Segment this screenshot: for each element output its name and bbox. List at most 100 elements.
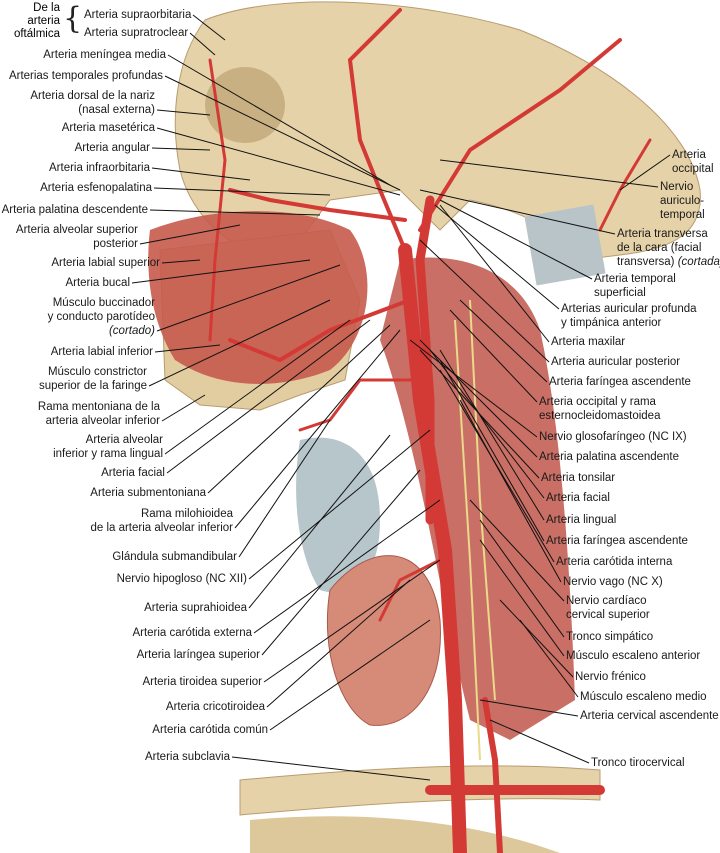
rib xyxy=(250,816,560,853)
label-text: Arteria infraorbitaria xyxy=(49,162,150,174)
label-faringea-ascendente-2: Arteria faríngea ascendente xyxy=(546,534,688,548)
label-text: Músculo escaleno anterior xyxy=(566,650,701,662)
label-text: Músculo escaleno medio xyxy=(580,691,707,703)
leader-line xyxy=(459,299,548,383)
leader-line xyxy=(439,159,659,188)
leader-line xyxy=(519,619,579,698)
label-text: Arteria occipital xyxy=(672,149,714,175)
label-bucal: Arteria bucal xyxy=(65,276,130,290)
label-transversa-cara: Arteria transversa de la cara (facial tr… xyxy=(617,227,720,269)
label-text: Arteria cricotiroidea xyxy=(165,701,265,713)
label-text: Arteria supraorbitaria xyxy=(84,9,192,21)
leader-line xyxy=(479,539,565,657)
leader-line xyxy=(459,399,562,583)
label-auricular-profunda: Arterias auricular profunda y timpánica … xyxy=(561,302,697,330)
label-text: Arteria lingual xyxy=(546,514,617,526)
leader-lines xyxy=(131,14,671,781)
label-text: Arterias auricular profunda y timpánica … xyxy=(561,303,697,329)
label-alveolar-superior: Arteria alveolar superior posterior xyxy=(16,223,138,251)
label-suprahioidea: Arteria suprahioidea xyxy=(144,601,247,615)
leader-line xyxy=(231,756,431,781)
label-text: Tronco tirocervical xyxy=(591,757,685,769)
leader-line xyxy=(253,499,441,634)
label-temporales-profundas: Arterias temporales profundas xyxy=(9,69,163,83)
leader-line xyxy=(139,224,241,245)
leader-line xyxy=(238,419,331,558)
larynx-cartilage xyxy=(296,437,380,593)
leader-line xyxy=(489,719,590,764)
leader-line xyxy=(192,14,226,41)
label-submentoniana: Arteria submentoniana xyxy=(90,486,206,500)
label-text: Arteria alveolar superior posterior xyxy=(15,224,138,250)
leader-line xyxy=(167,54,391,186)
leader-line xyxy=(234,329,401,529)
leader-line xyxy=(409,339,538,438)
label-constrictor: Músculo constrictor superior de la farin… xyxy=(39,365,147,393)
label-infraorbitaria: Arteria infraorbitaria xyxy=(49,161,150,175)
label-text: Rama milohioidea de la arteria alveolar … xyxy=(90,508,233,534)
leader-line xyxy=(148,299,331,387)
label-maseterica: Arteria masetérica xyxy=(62,121,155,135)
label-text: Arteria carótida externa xyxy=(132,627,252,639)
leader-line xyxy=(164,319,351,455)
label-tiroidea-superior: Arteria tiroidea superior xyxy=(142,675,262,689)
label-text: Arteria facial xyxy=(101,467,165,479)
label-note: (cortada) xyxy=(677,256,720,268)
label-text: Arteria angular xyxy=(74,142,150,154)
label-maxilar: Arteria maxilar xyxy=(551,335,625,349)
label-text: Arteria laríngea superior xyxy=(136,649,260,661)
label-palatina-descendente: Arteria palatina descendente xyxy=(2,203,148,217)
leader-line xyxy=(153,187,331,196)
label-temporal-superficial: Arteria temporal superficial xyxy=(594,272,676,300)
label-lingual: Arteria lingual xyxy=(546,513,616,527)
leader-line xyxy=(166,319,371,474)
label-carotida-externa: Arteria carótida externa xyxy=(132,626,252,640)
label-laringea-superior: Arteria laríngea superior xyxy=(137,648,260,662)
label-text: Arteria tonsilar xyxy=(541,472,616,484)
leader-line xyxy=(419,339,538,458)
label-milohioidea: Rama milohioidea de la arteria alveolar … xyxy=(90,507,233,535)
label-supratroclear: Arteria supratroclear xyxy=(84,26,188,40)
leader-line xyxy=(439,359,545,542)
leader-line xyxy=(156,109,211,116)
leader-line xyxy=(469,499,565,602)
leader-line xyxy=(266,579,411,708)
leader-line xyxy=(439,349,545,521)
label-supraorbitaria: Arteria supraorbitaria xyxy=(84,8,191,22)
label-occipital-rama: Arteria occipital y rama esternocleidoma… xyxy=(539,395,660,423)
label-text: Arteria facial xyxy=(546,492,610,504)
label-text: Arteria subclavia xyxy=(144,751,230,763)
label-text: Arteria esfenopalatina xyxy=(40,182,152,194)
label-dorsal-nariz: Arteria dorsal de la nariz (nasal extern… xyxy=(30,89,155,117)
skull xyxy=(174,1,701,261)
label-text: Arteria tiroidea superior xyxy=(142,676,262,688)
label-text: Tronco simpático xyxy=(566,631,654,643)
label-note: (cortado) xyxy=(108,325,155,337)
arteries xyxy=(208,8,652,853)
leader-line xyxy=(248,429,431,580)
leader-line xyxy=(151,147,211,151)
label-text: Arteria transversa de la cara (facial tr… xyxy=(617,228,708,268)
label-alveolar-inferior: Arteria alveolar inferior y rama lingual xyxy=(53,433,163,461)
leader-line xyxy=(156,127,401,196)
label-rama-mentoniana: Rama mentoniana de la arteria alveolar i… xyxy=(38,400,160,428)
label-cricotiroidea: Arteria cricotiroidea xyxy=(166,700,265,714)
label-auriculotemporal: Nervio auriculo- temporal xyxy=(660,180,705,222)
label-text: Músculo buccinador y conducto parotídeo xyxy=(47,297,155,323)
label-escaleno-anterior: Músculo escaleno anterior xyxy=(566,649,700,663)
label-vago: Nervio vago (NC X) xyxy=(563,575,663,589)
brace-icon: { xyxy=(63,1,83,36)
label-buccinador: Músculo buccinador y conducto parotídeo … xyxy=(48,296,155,338)
label-facial-r: Arteria facial xyxy=(546,491,610,505)
label-facial-l: Arteria facial xyxy=(101,466,165,480)
label-text: Nervio glosofaríngeo (NC IX) xyxy=(539,431,687,443)
leader-line xyxy=(248,434,391,609)
leader-line xyxy=(161,394,206,422)
label-glosofaringeo: Nervio glosofaríngeo (NC IX) xyxy=(539,430,687,444)
label-labial-inferior: Arteria labial inferior xyxy=(51,345,153,359)
leader-line xyxy=(269,619,431,731)
label-text: Arteria suprahioidea xyxy=(144,602,247,614)
label-text: Arteria carótida interna xyxy=(556,556,673,568)
